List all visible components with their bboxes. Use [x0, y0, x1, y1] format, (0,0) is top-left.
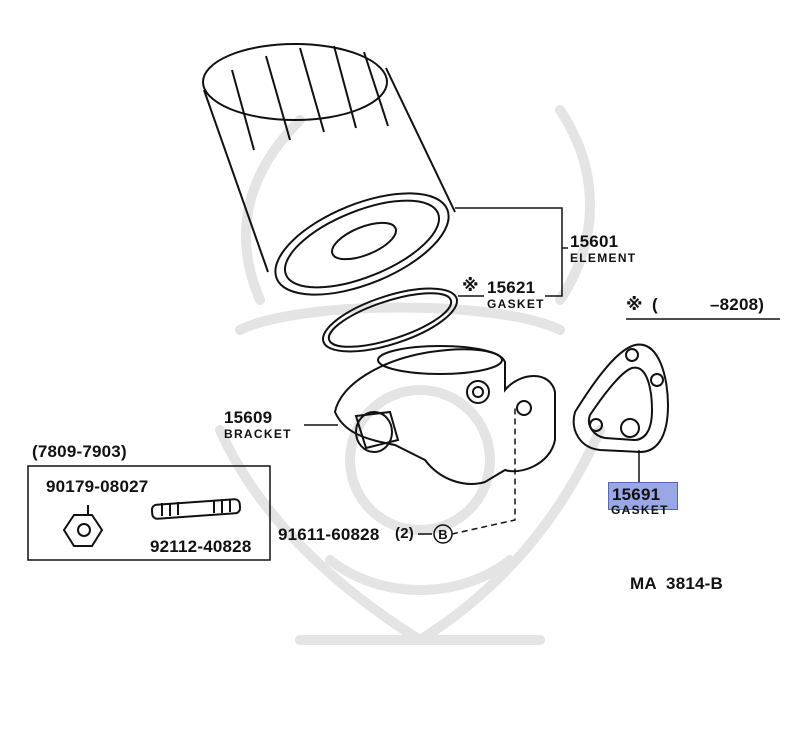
- bolt-quantity: (2): [395, 525, 414, 542]
- ring-gasket-drawing: [322, 287, 458, 353]
- element-part-number[interactable]: 15601: [570, 232, 619, 251]
- bolt-ref-letter: B: [438, 527, 447, 542]
- bracket-gasket-highlight: [608, 482, 678, 510]
- nut-drawing: [62, 505, 104, 547]
- bracket-part-number[interactable]: 15609: [224, 408, 273, 427]
- bolt-ref-circle: [433, 524, 453, 544]
- date-box-range: (7809-7903): [32, 442, 127, 461]
- element-part-name: ELEMENT: [570, 251, 637, 265]
- bracket-gasket-part-number[interactable]: 15691: [612, 485, 661, 504]
- bracket-drawing: [333, 345, 556, 485]
- stud-part-number[interactable]: 92112-40828: [150, 537, 252, 556]
- filter-element-drawing: [202, 43, 456, 296]
- bracket-part-name: BRACKET: [224, 427, 292, 441]
- watermark-crest: [215, 105, 605, 645]
- ring-gasket-part-number[interactable]: 15621: [487, 278, 536, 297]
- bracket-gasket-part-name: GASKET: [611, 503, 669, 517]
- date-box-frame: [27, 465, 271, 561]
- bolt-part-number[interactable]: 91611-60828: [278, 525, 380, 544]
- applicability-mark: ※: [626, 295, 643, 314]
- bracket-gasket-drawing: [572, 343, 670, 454]
- diagram-code: MA 3814-B: [630, 574, 724, 593]
- ring-gasket-mark: ※: [462, 276, 479, 295]
- leader-element: [455, 207, 568, 297]
- applicability-range: –8208): [710, 295, 765, 314]
- nut-part-number[interactable]: 90179-08027: [46, 477, 149, 496]
- ring-gasket-part-name: GASKET: [487, 297, 545, 311]
- applicability-open-paren: (: [652, 295, 658, 314]
- leader-bolt: [418, 406, 516, 535]
- stud-drawing: [150, 498, 242, 520]
